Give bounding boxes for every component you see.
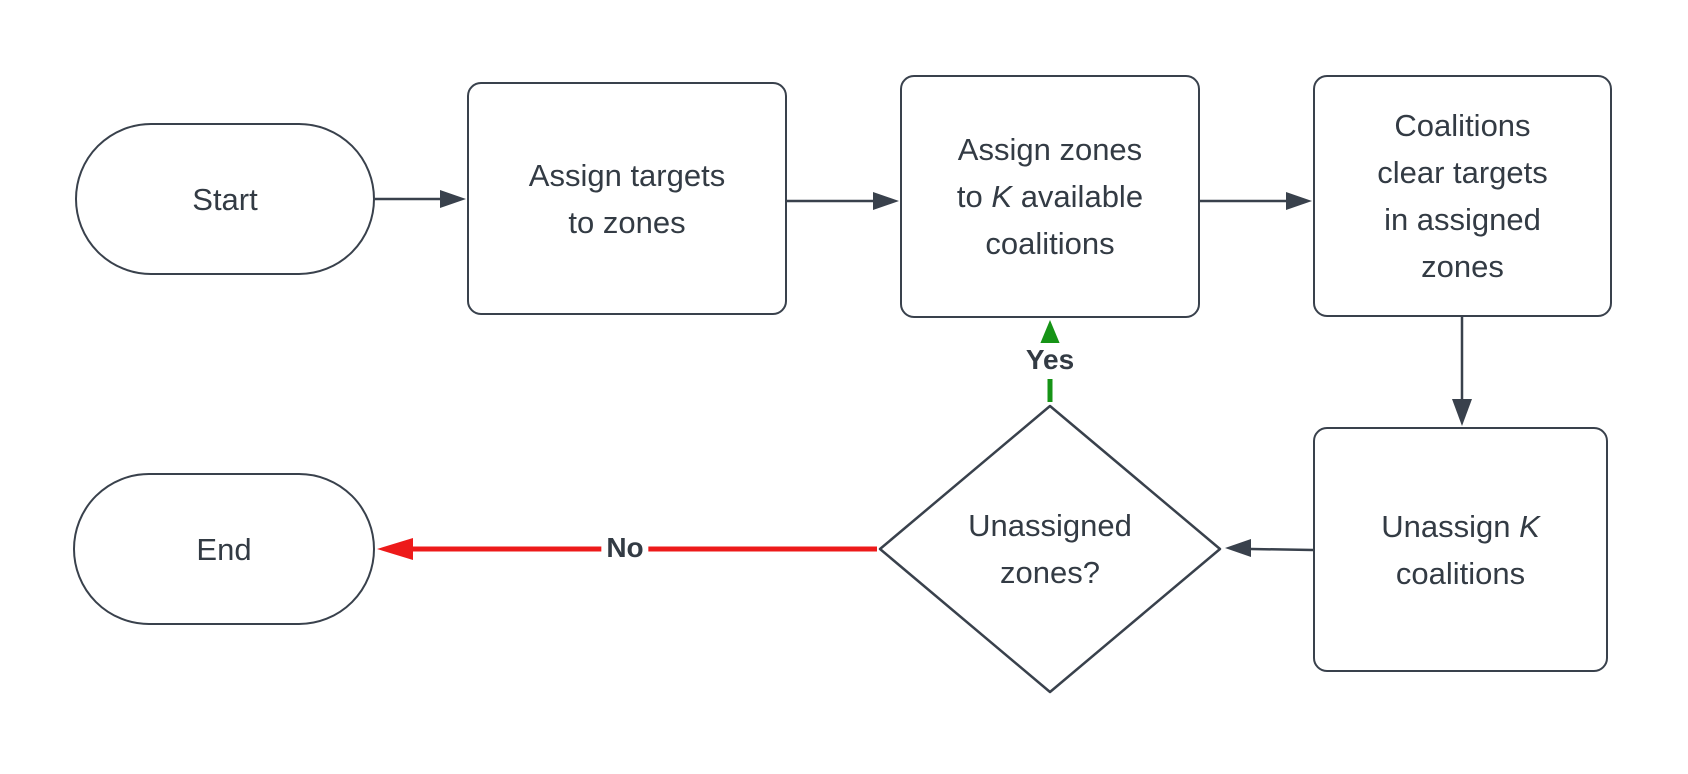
edge-label-yes: Yes: [1020, 343, 1080, 377]
decision-unassigned-zones: Unassigned zones?: [877, 403, 1223, 695]
label-text-after-k: coalitions: [1395, 555, 1526, 591]
terminator-end-label: End: [196, 531, 252, 567]
label-text-before-k: Unassign: [1381, 508, 1520, 544]
decision-diamond-shape: [878, 404, 1222, 694]
label-variable-k: K: [1519, 508, 1540, 544]
terminator-start: Start: [75, 123, 375, 275]
process-assign-targets-label: Assign targets to zones: [528, 157, 726, 240]
arrowhead-right-icon: [1286, 192, 1312, 210]
label-text-after-k: available coalitions: [985, 179, 1144, 261]
label-variable-k: K: [991, 179, 1013, 214]
process-assign-zones: Assign zones to K available coalitions: [900, 75, 1200, 318]
process-assign-targets: Assign targets to zones: [467, 82, 787, 315]
process-assign-zones-label: Assign zones to K available coalitions: [957, 126, 1143, 267]
edge-assign-zones-to-coalitions-clear: [1200, 192, 1312, 210]
arrowhead-left-red-icon: [377, 538, 413, 560]
edge-label-no: No: [601, 531, 649, 565]
label-text-before-k: Assign zones to: [956, 132, 1143, 214]
arrowhead-right-icon: [873, 192, 899, 210]
terminator-end: End: [73, 473, 375, 625]
process-coalitions-clear: Coalitions clear targets in assigned zon…: [1313, 75, 1612, 317]
edge-start-to-assign-targets: [375, 190, 466, 208]
arrowhead-right-icon: [440, 190, 466, 208]
edge-coalitions-clear-to-unassign: [1452, 317, 1472, 426]
arrowhead-left-icon: [1225, 539, 1251, 557]
process-coalitions-clear-label: Coalitions clear targets in assigned zon…: [1377, 108, 1548, 284]
arrowhead-up-green-icon: [1040, 320, 1060, 344]
arrowhead-down-icon: [1452, 399, 1472, 426]
process-unassign-coalitions-label: Unassign K coalitions: [1381, 503, 1540, 597]
edge-unassign-to-decision: [1225, 539, 1314, 557]
terminator-start-label: Start: [192, 181, 258, 217]
process-unassign-coalitions: Unassign K coalitions: [1313, 427, 1608, 672]
decision-unassigned-zones-label: Unassigned zones?: [968, 508, 1132, 590]
edge-assign-targets-to-assign-zones: [787, 192, 899, 210]
